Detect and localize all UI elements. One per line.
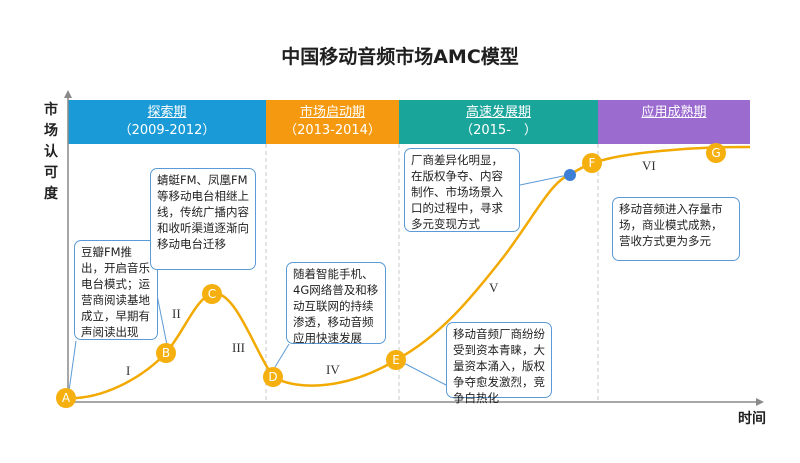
connector-f bbox=[519, 174, 569, 186]
phase-exploration: 探索期 （2009-2012） bbox=[68, 100, 266, 144]
phase-dividers bbox=[265, 144, 599, 402]
phase-years: （2009-2012） bbox=[118, 123, 216, 138]
segment-label-1: I bbox=[126, 363, 130, 378]
phase-maturity: 应用成熟期 bbox=[598, 100, 750, 144]
point-f: F bbox=[582, 153, 602, 173]
phase-years: （2015- ） bbox=[460, 123, 537, 138]
point-c: C bbox=[202, 284, 222, 304]
point-a-circle bbox=[56, 388, 76, 408]
x-axis-label: 时间 bbox=[738, 411, 766, 427]
point-f-circle bbox=[582, 153, 602, 173]
point-a-label: A bbox=[62, 391, 71, 405]
point-g: G bbox=[706, 143, 726, 163]
y-axis-label: 市场认可度 bbox=[44, 102, 58, 202]
point-d-circle bbox=[263, 367, 283, 387]
point-d: D bbox=[263, 367, 283, 387]
connector-e bbox=[397, 359, 447, 386]
point-a: A bbox=[56, 388, 76, 408]
annotation-g: 移动音频进入存量市场，商业模式成熟，营收方式更为多元 bbox=[612, 197, 740, 261]
point-b-label: B bbox=[162, 346, 170, 360]
point-g-label: G bbox=[711, 146, 720, 160]
segment-label-2: II bbox=[172, 306, 181, 321]
segment-label-6: VI bbox=[642, 158, 656, 173]
point-d-label: D bbox=[268, 370, 277, 384]
annotation-b: 蜻蜓FM、凤凰FM等移动电台相继上线，传统广播内容和收听渠道逐渐向移动电台迁移 bbox=[150, 168, 256, 270]
phase-years: （2013-2014） bbox=[284, 123, 381, 138]
point-c-label: C bbox=[208, 287, 216, 301]
phase-name: 应用成熟期 bbox=[641, 105, 707, 120]
connector-a bbox=[67, 340, 77, 399]
phase-market-launch: 市场启动期 （2013-2014） bbox=[266, 100, 399, 144]
segment-label-3: III bbox=[232, 340, 245, 355]
segment-label-4: IV bbox=[326, 362, 340, 377]
segment-label-5: V bbox=[489, 280, 499, 295]
point-g-circle bbox=[706, 143, 726, 163]
phase-name: 高速发展期 bbox=[465, 105, 531, 120]
point-e-circle bbox=[386, 350, 406, 370]
inflection-marker bbox=[564, 169, 576, 181]
annotation-a: 豆瓣FM推出，开启音乐电台模式；运营商阅读基地成立，早期有声阅读出现 bbox=[74, 240, 158, 340]
point-f-label: F bbox=[589, 156, 596, 170]
point-b: B bbox=[156, 343, 176, 363]
point-e-label: E bbox=[392, 353, 400, 367]
point-c-circle bbox=[202, 284, 222, 304]
annotation-e: 移动音频厂商纷纷受到资本青睐，大量资本涌入，版权争夺愈发激烈，竞争白热化 bbox=[446, 322, 552, 405]
annotation-f: 厂商差异化明显，在版权争夺、内容制作、市场场景入口的过程中，寻求多元变现方式 bbox=[404, 148, 520, 232]
page-title: 中国移动音频市场AMC模型 bbox=[281, 46, 519, 68]
annotation-d: 随着智能手机、4G网络普及和移动互联网的持续渗透，移动音频应用快速发展 bbox=[286, 262, 386, 345]
phase-name: 探索期 bbox=[147, 105, 187, 120]
point-b-circle bbox=[156, 343, 176, 363]
point-e: E bbox=[386, 350, 406, 370]
phase-rapid-growth: 高速发展期 （2015- ） bbox=[399, 100, 598, 144]
phase-name: 市场启动期 bbox=[299, 105, 365, 120]
